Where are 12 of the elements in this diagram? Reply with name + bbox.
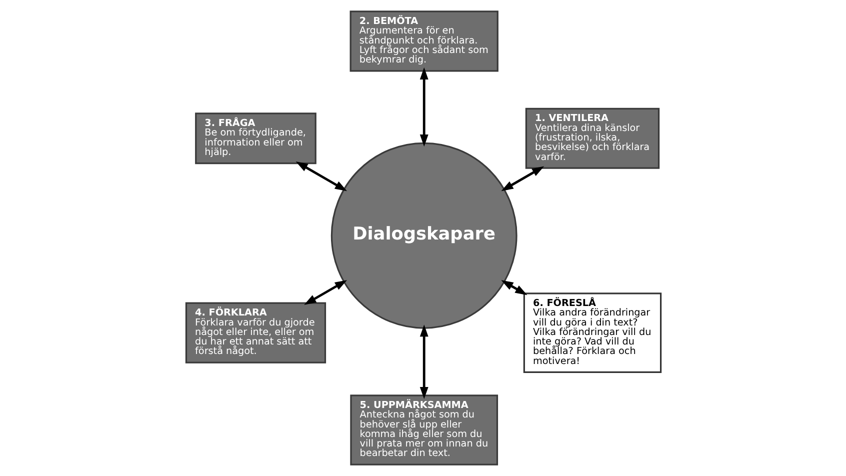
node-box: 4. FÖRKLARA Förklara varför du gjorde något eller inte, eller om du har ett annat sätt att förstå något. — [184, 302, 326, 364]
node-box: 6. FÖRESLÅ Vilka andra förändringar vill du göra i din text? Vilka förändringar vill du inte göra? Vad vill du behålla? Förklara och motivera! — [522, 292, 662, 373]
arrow — [304, 280, 347, 305]
node-box: 3. FRÅGA Be om förtydligande, information eller om hjälp. — [194, 112, 316, 164]
arrow — [419, 324, 428, 400]
arrow — [500, 166, 544, 192]
node-box: 5. UPPMÄRKSAMMA Anteckna något som du behöver slå upp eller komma ihåg eller som du vill prata mer om innan du bearbetar din text. — [350, 394, 498, 466]
arrow — [500, 280, 527, 296]
arrow — [419, 67, 428, 147]
node-box: 1. VENTILERA Ventilera dina känslor (frustration, ilska, besvikelse) och förklara varför. — [524, 108, 660, 169]
node-box: 2. BEMÖTA Argumentera för en ståndpunkt och förklara. Lyft frågor och sådant som bekymrar dig. — [349, 10, 498, 72]
arrow — [295, 162, 347, 192]
